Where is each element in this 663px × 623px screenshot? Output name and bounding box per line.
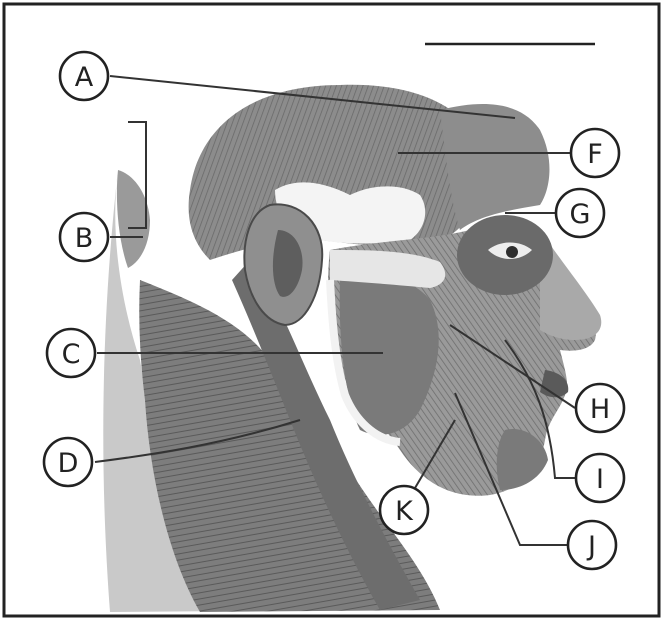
callout-b: B	[60, 213, 108, 261]
callout-label-h: H	[590, 394, 610, 425]
callout-k: K	[380, 486, 428, 534]
callout-j: J	[568, 521, 616, 569]
callout-c: C	[47, 329, 95, 377]
callout-label-a: A	[75, 62, 94, 93]
callout-label-d: D	[58, 448, 79, 479]
callout-label-b: B	[75, 223, 94, 254]
callout-label-i: I	[596, 464, 604, 495]
callout-h: H	[576, 384, 624, 432]
callout-label-g: G	[570, 199, 591, 230]
callout-label-k: K	[395, 496, 414, 527]
callout-f: F	[571, 129, 619, 177]
callout-d: D	[44, 438, 92, 486]
callout-i: I	[576, 454, 624, 502]
pupil	[506, 246, 518, 258]
callout-label-f: F	[587, 139, 603, 170]
callout-label-j: J	[586, 531, 596, 562]
callout-a: A	[60, 52, 108, 100]
callout-g: G	[556, 189, 604, 237]
callout-label-c: C	[62, 339, 81, 370]
